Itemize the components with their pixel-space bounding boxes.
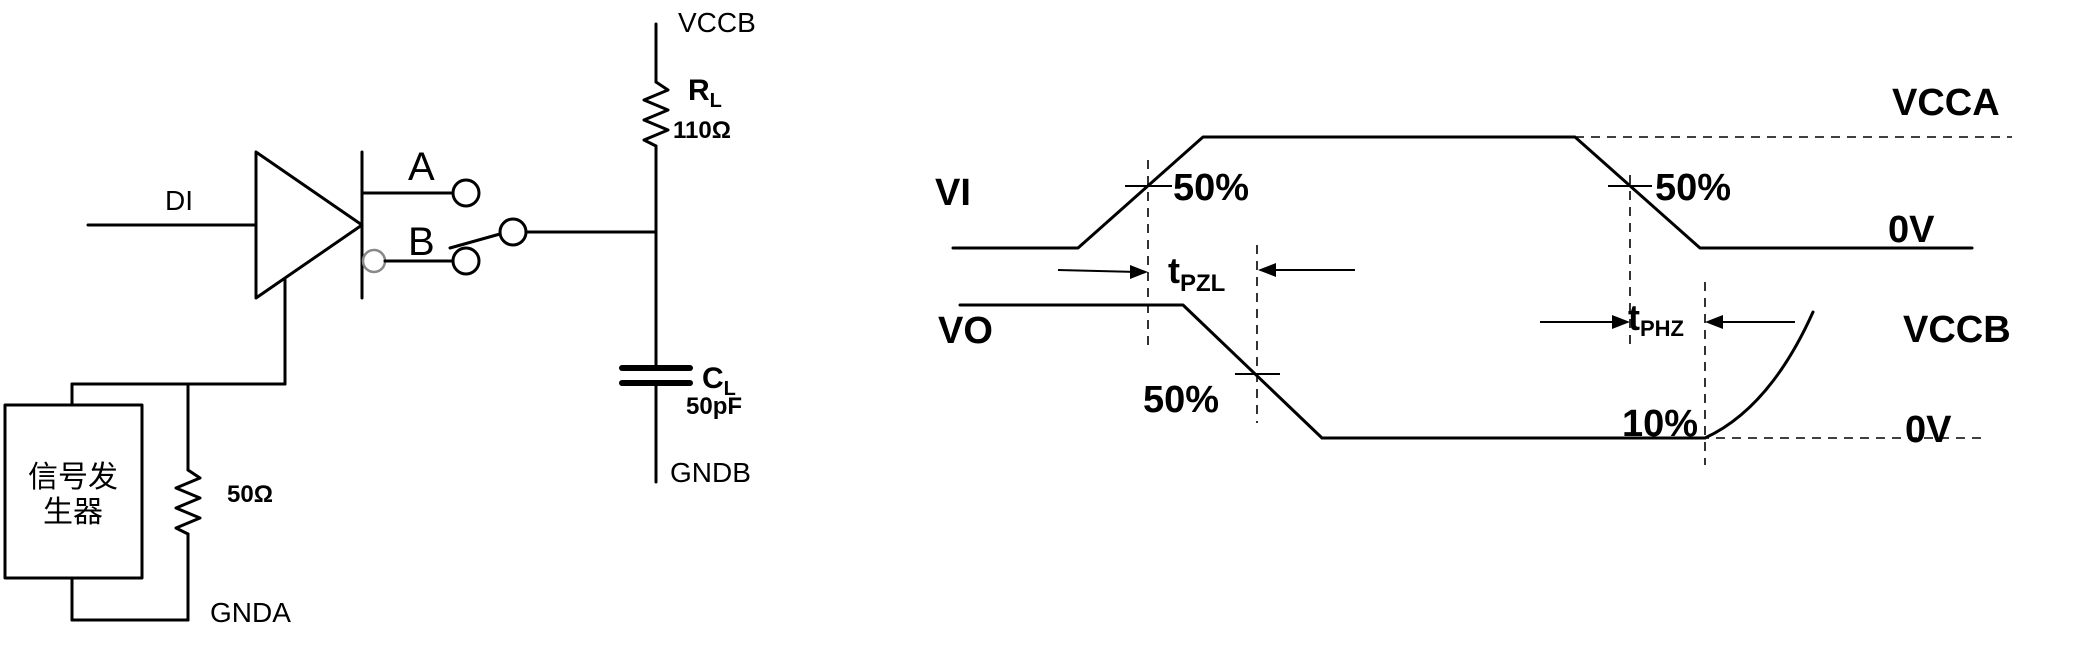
switch-a-label: A: [408, 145, 435, 189]
vo-enable-waveform: [958, 303, 1707, 440]
test-circuit: DI A B VCCB RL 110Ω CL 50pF: [3, 7, 756, 628]
termination-value: 50Ω: [227, 481, 273, 508]
vi-fall-50-label: 50%: [1655, 167, 1731, 209]
signal-generator-label-line2: 生器: [43, 495, 103, 530]
rl-resistor-symbol: [642, 80, 670, 148]
tpzl-left-arrow-shaft: [1057, 269, 1139, 273]
gnda-label: GNDA: [210, 597, 291, 628]
driver-buffer-symbol: [254, 150, 364, 300]
signal-generator-label-line1: 信号发: [28, 460, 118, 495]
vi-zero-v-label: 0V: [1888, 209, 1935, 251]
termination-resistor-symbol: [174, 468, 202, 536]
tphz-left-arrowhead: [1612, 315, 1630, 329]
timing-diagram: tPZL tPHZ VI VO VCCA 0V VCCB 0V 50% 50% …: [935, 82, 2012, 465]
vi-rise-50-label: 50%: [1173, 167, 1249, 209]
vo-zero-v-label: 0V: [1905, 409, 1952, 451]
vccb-label: VCCB: [678, 7, 756, 38]
tphz-label: tPHZ: [1628, 297, 1684, 341]
gndb-label: GNDB: [670, 457, 751, 488]
switch-b-input-dot: [361, 248, 387, 274]
vcca-label: VCCA: [1892, 82, 2000, 124]
vo-10-label: 10%: [1622, 403, 1698, 445]
di-label: DI: [165, 185, 193, 216]
rl-value: 110Ω: [673, 117, 731, 144]
vo-label: VO: [938, 310, 993, 352]
tpzl-right-arrowhead: [1258, 263, 1276, 277]
tphz-right-arrowhead: [1705, 315, 1723, 329]
vi-label: VI: [935, 172, 971, 214]
switch-a-contact: [451, 178, 481, 208]
cl-value: 50pF: [686, 393, 742, 420]
switch-arm: [448, 232, 502, 250]
tpzl-label: tPZL: [1168, 250, 1225, 297]
vo-fall-50-label: 50%: [1143, 379, 1219, 421]
vo-disable-waveform: [1703, 310, 1815, 440]
switch-b-label: B: [408, 220, 435, 264]
vccb-label: VCCB: [1903, 309, 2011, 351]
switch-b-contact: [451, 246, 481, 276]
cl-label: CL: [702, 362, 736, 400]
tpzl-left-arrowhead: [1130, 265, 1148, 279]
vi-waveform: [951, 135, 1974, 250]
switch-common-contact: [498, 217, 528, 247]
rl-label: RL: [688, 74, 722, 112]
